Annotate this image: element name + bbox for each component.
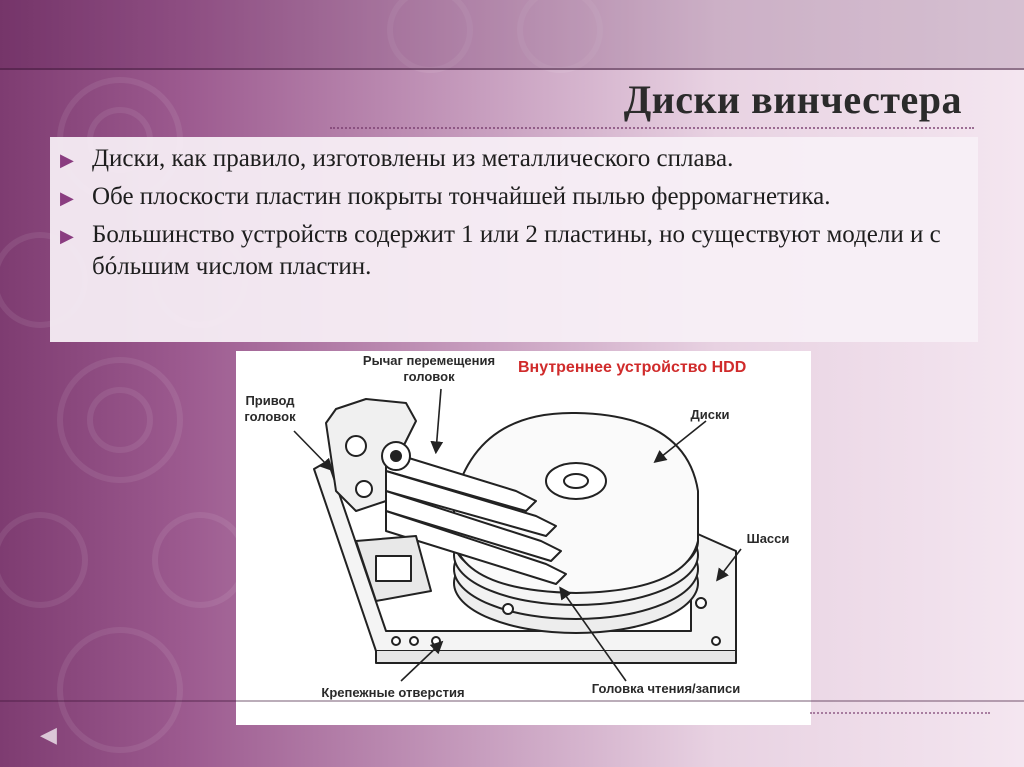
hdd-diagram: Внутреннее устройство HDD Рычаг перемеще… [236, 351, 811, 725]
bullet-text: Большинство устройств содержит 1 или 2 п… [92, 221, 941, 280]
figure-title: Внутреннее устройство HDD [518, 359, 747, 376]
bullet-item: ▶ Обе плоскости пластин покрыты тончайше… [60, 181, 962, 213]
label-disks: Диски [690, 407, 730, 422]
bullet-item: ▶ Большинство устройств содержит 1 или 2… [60, 219, 962, 283]
label-holes: Крепежные отверстия [321, 685, 465, 700]
label-drive: Привод головок [244, 393, 296, 424]
top-band [0, 0, 1024, 68]
label-chassis: Шасси [746, 531, 790, 546]
label-lever: Рычаг перемещения головок [362, 353, 496, 384]
triangle-right-icon: ▶ [60, 150, 74, 170]
bottom-divider [0, 700, 1024, 702]
bottom-dotted-rule [810, 712, 990, 714]
triangle-right-icon: ▶ [60, 226, 74, 246]
bullet-item: ▶ Диски, как правило, изготовлены из мет… [60, 143, 962, 175]
hdd-illustration [293, 388, 742, 682]
arrow-left-icon[interactable]: ◀ [40, 722, 57, 747]
slide-title: Диски винчестера [623, 77, 962, 122]
bullet-text: Обе плоскости пластин покрыты тончайшей … [92, 183, 831, 210]
triangle-right-icon: ▶ [60, 188, 74, 208]
top-divider [0, 68, 1024, 70]
title-underline [330, 127, 974, 129]
bullet-list: ▶ Диски, как правило, изготовлены из мет… [50, 137, 978, 342]
bullet-text: Диски, как правило, изготовлены из метал… [92, 145, 734, 172]
label-head: Головка чтения/записи [591, 681, 741, 696]
